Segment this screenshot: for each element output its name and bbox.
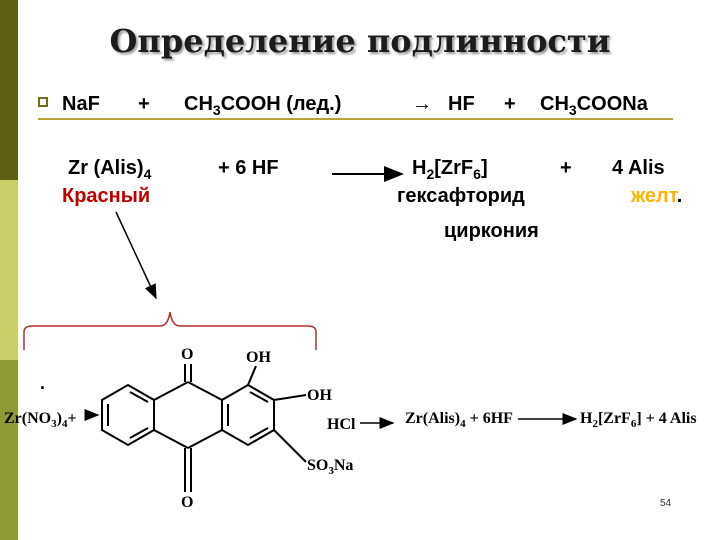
sidebar-stripe-dark	[0, 0, 18, 180]
bottom-equation-reactants: Zr(Alis)4 + 6HF	[405, 410, 513, 430]
line2-reactant2: + 6 HF	[218, 157, 279, 179]
atom-o-bottom: O	[181, 494, 194, 511]
atom-o-top: O	[181, 346, 194, 363]
zr-nitrate-reactant: Zr(NO3)4+	[4, 410, 77, 430]
structure-dot: .	[40, 373, 46, 393]
sidebar-stripe-light	[0, 180, 18, 360]
bottom-equation-products: H2[ZrF6] + 4 Alis	[580, 410, 697, 430]
sidebar-stripe-mid	[0, 360, 18, 540]
line1-reactant2: CH3COOH (лед.)	[184, 93, 342, 118]
line1-plus2: +	[504, 93, 516, 115]
line1-arrow: →	[412, 93, 432, 115]
hexafluoride-label-2: циркония	[444, 220, 539, 242]
underline-rule	[38, 118, 673, 120]
page-number: 54	[660, 498, 672, 509]
reagent-hcl: HCl	[327, 416, 356, 433]
hexafluoride-label-1: гексафторид	[397, 185, 525, 207]
anthraquinone-structure	[101, 364, 307, 492]
line1-reactant1: NaF	[62, 93, 100, 115]
line1-product1: HF	[448, 93, 475, 115]
line2-product2: 4 Alis	[612, 157, 665, 179]
structure-brace	[23, 311, 317, 350]
line2-product1: H2[ZrF6]	[412, 157, 488, 182]
color-red-label: Красный	[62, 185, 151, 207]
bullet-square-icon	[38, 97, 48, 107]
line2-plus: +	[560, 157, 572, 179]
line1-plus1: +	[138, 93, 150, 115]
line2-reactant1: Zr (Alis)4	[68, 157, 152, 182]
atom-oh-1: OH	[246, 349, 271, 366]
atom-so3na: SO3Na	[307, 457, 354, 477]
color-yellow-label: желт.	[631, 185, 683, 207]
line1-product2: CH3COONa	[540, 93, 648, 118]
slide-title: Определение подлинности	[109, 22, 611, 60]
pointer-arrow	[115, 211, 157, 300]
sidebar-stripe	[0, 0, 18, 540]
atom-oh-2: OH	[307, 387, 332, 404]
